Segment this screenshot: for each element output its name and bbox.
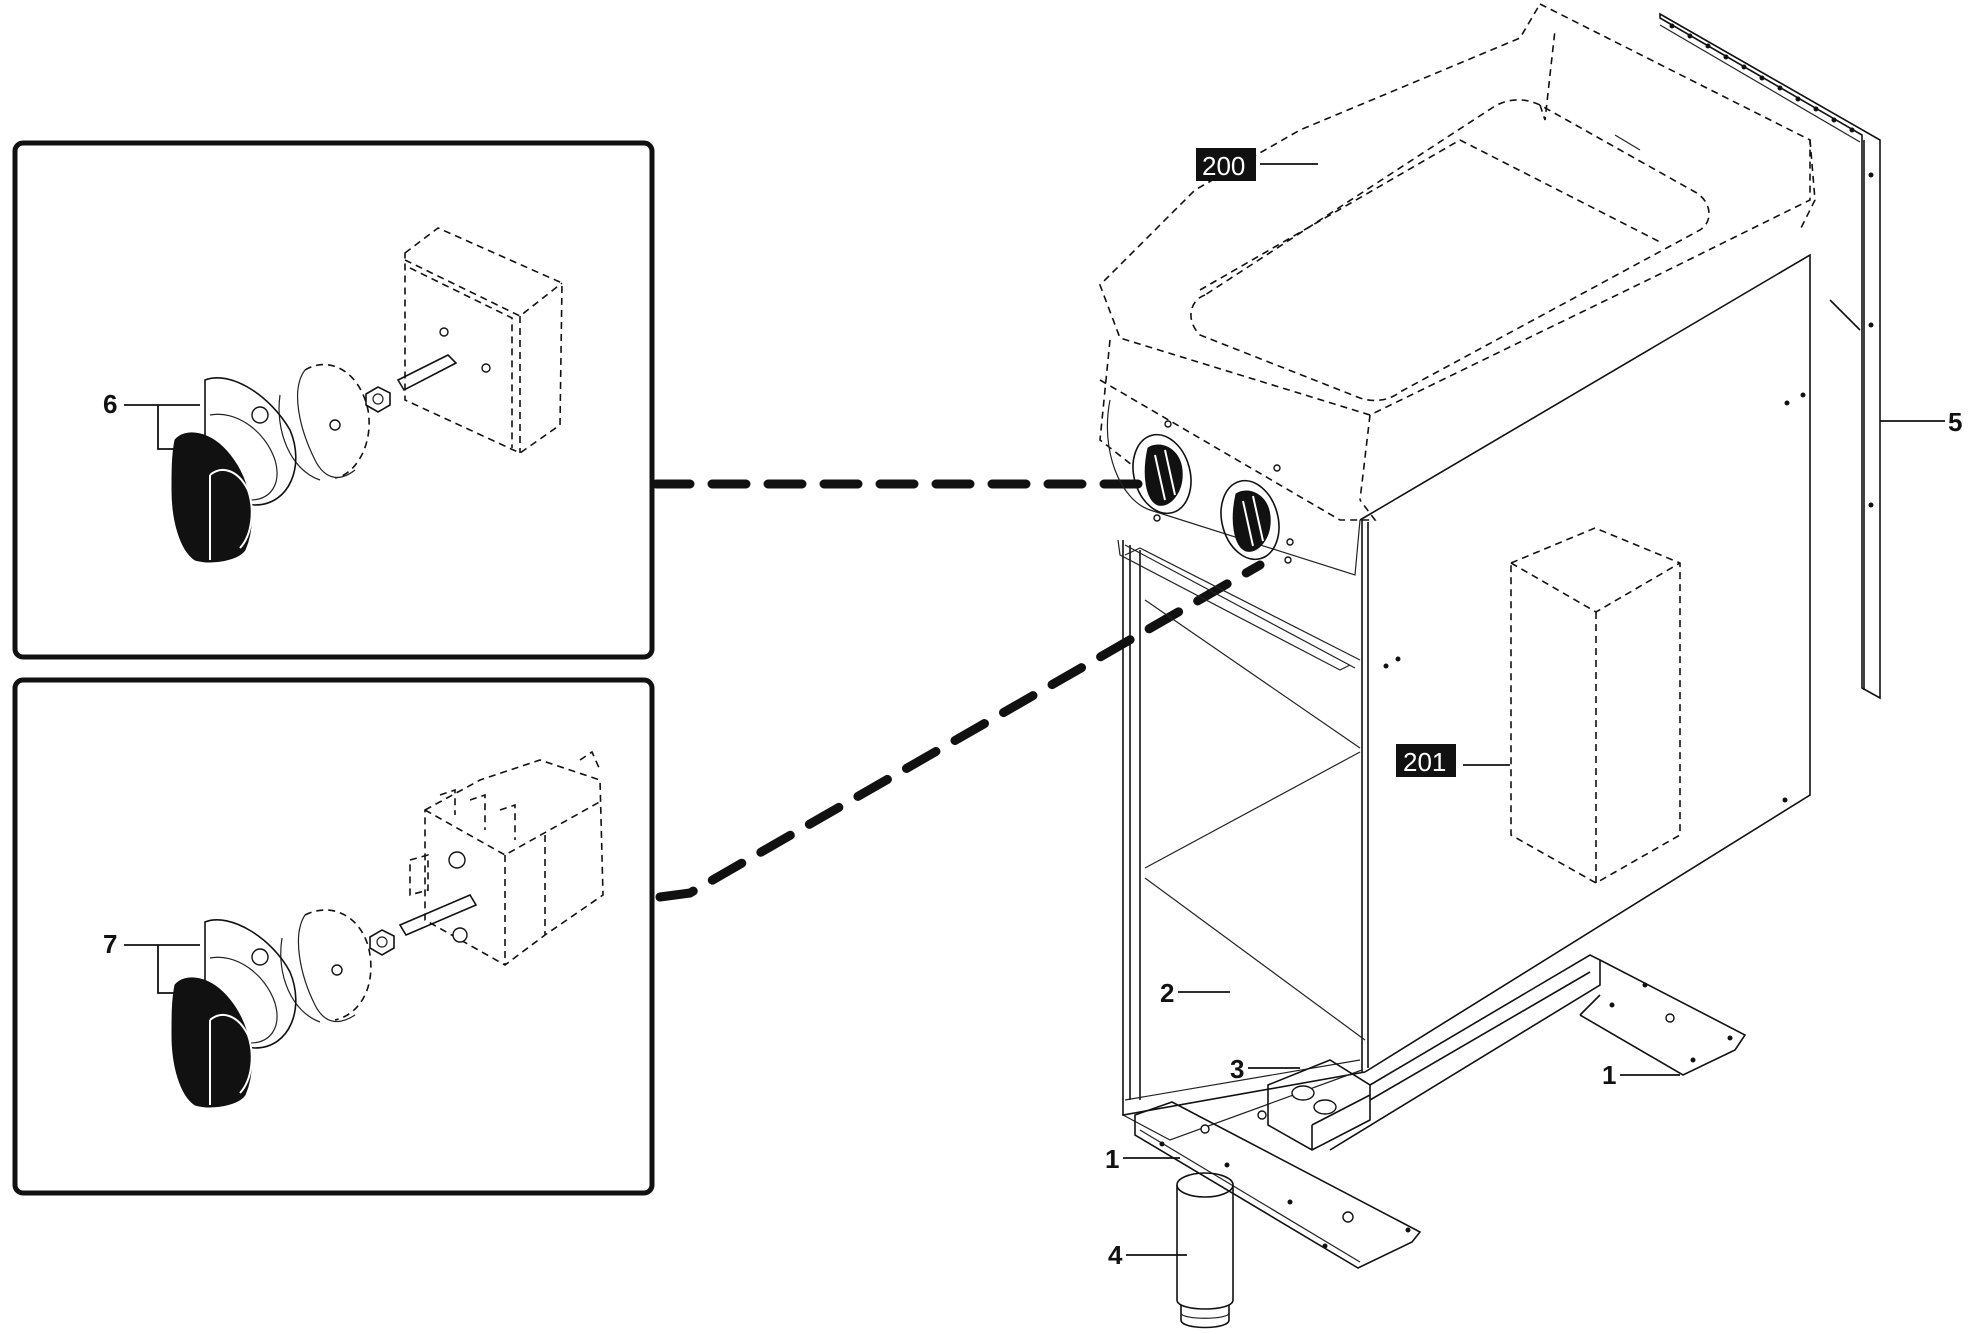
top-well-200 [1099, 2, 1816, 501]
callout-3: 3 [1230, 1054, 1300, 1084]
callout-2: 2 [1160, 978, 1230, 1008]
shaft [396, 354, 458, 392]
control-knob-7 [171, 977, 253, 1108]
callout-201-label: 201 [1403, 747, 1446, 777]
left-knob [1144, 444, 1183, 506]
base-rail [1257, 954, 1601, 1151]
callout-6: 6 [103, 389, 200, 450]
callout-200: 200 [1196, 148, 1318, 181]
callout-4: 4 [1108, 1240, 1187, 1270]
shaft [398, 893, 478, 937]
callout-1-left-label: 1 [1105, 1144, 1119, 1174]
connector-detail-bottom-to-right-knob [655, 560, 1265, 902]
callout-200-label: 200 [1202, 151, 1245, 181]
appliance-assembly [1099, 2, 1881, 1329]
callout-2-label: 2 [1160, 978, 1174, 1008]
callout-7-label: 7 [103, 929, 117, 959]
switch-box [404, 227, 563, 454]
foot-plate-left [1134, 1101, 1422, 1269]
callout-5: 5 [1880, 407, 1962, 437]
callout-7: 7 [103, 929, 200, 994]
detail-panel-7: 7 [12, 677, 655, 1196]
detail-panel-6: 6 [12, 140, 655, 660]
callout-1-right-label: 1 [1602, 1060, 1616, 1090]
control-knob-6 [171, 432, 253, 563]
callout-1-right: 1 [1602, 1060, 1680, 1090]
cabinet-body [1117, 253, 1861, 1141]
adjustable-foot [1176, 1172, 1234, 1329]
callout-3-label: 3 [1230, 1054, 1244, 1084]
callout-5-label: 5 [1948, 407, 1962, 437]
gasket-disc [278, 363, 370, 481]
detail-frame-top [12, 140, 655, 660]
control-panel [1099, 379, 1377, 576]
callout-1-left: 1 [1105, 1144, 1180, 1174]
callout-201: 201 [1396, 744, 1510, 777]
right-knob [1232, 490, 1271, 552]
callout-200-box [1196, 148, 1256, 181]
gasket-disc [280, 909, 372, 1023]
foot-plate-right [1579, 959, 1747, 1076]
back-panel [1659, 12, 1881, 700]
callout-201-box [1396, 744, 1456, 777]
nut [365, 386, 391, 413]
callout-6-label: 6 [103, 389, 117, 419]
internal-component-201 [1510, 527, 1681, 884]
thermostat-regulator [409, 750, 604, 966]
nut [369, 929, 395, 956]
callout-4-label: 4 [1108, 1240, 1123, 1270]
